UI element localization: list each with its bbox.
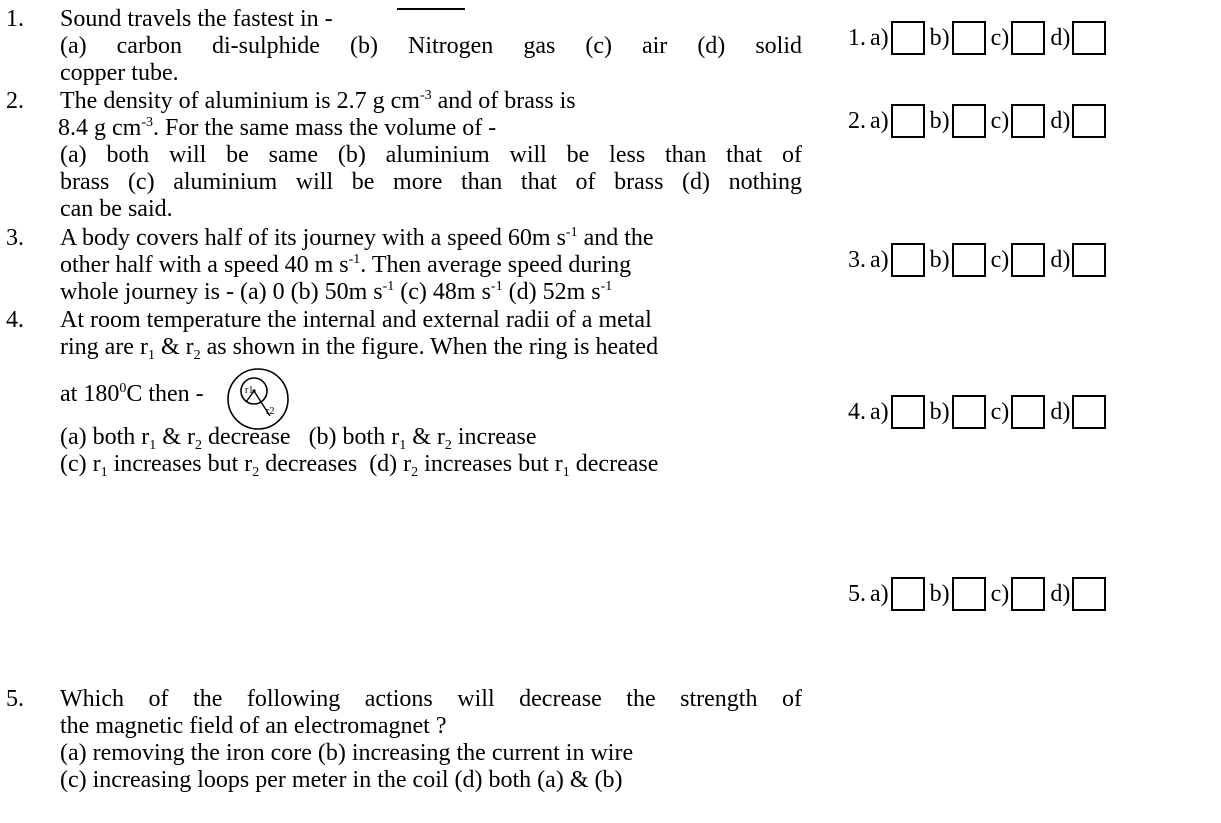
answer-box-b[interactable]: [951, 395, 986, 429]
option-label-a: a): [870, 246, 889, 273]
answer-box-b[interactable]: [951, 104, 986, 138]
answer-box-b[interactable]: [951, 577, 986, 611]
question-options: (a) both will be same (b) aluminium will…: [60, 142, 802, 168]
question-options: whole journey is - (a) 0 (b) 50m s-1 (c)…: [60, 279, 613, 305]
question-number: 5.: [6, 686, 24, 712]
option-label-a: a): [870, 580, 889, 607]
answer-box-c[interactable]: [1011, 243, 1046, 277]
option-label-a: a): [870, 107, 889, 134]
option-label-b: b): [929, 246, 950, 273]
answer-row-number: 5.: [848, 580, 866, 607]
question-options-cont: (c) r1 increases but r2 decreases (d) r2…: [60, 451, 659, 480]
answer-row-1: 1. a) b) c) d): [848, 20, 1208, 56]
answer-box-a[interactable]: [890, 104, 925, 138]
question-stem: At room temperature the internal and ext…: [60, 307, 652, 333]
question-options-cont: brass (c) aluminium will be more than th…: [60, 169, 802, 195]
option-label-c: c): [990, 398, 1010, 425]
option-label-b: b): [929, 24, 950, 51]
answer-row-3: 3. a) b) c) d): [848, 242, 1208, 278]
option-label-b: b): [929, 107, 950, 134]
answer-box-d[interactable]: [1072, 577, 1107, 611]
question-stem-cont: ring are r1 & r2 as shown in the figure.…: [60, 334, 659, 363]
question-stem: Which of the following actions will decr…: [60, 686, 802, 712]
metal-ring-figure: r1 r2: [226, 367, 289, 430]
header-underline: [397, 0, 465, 10]
figure-line: at 1800C then - r1 r2: [60, 367, 802, 430]
answer-box-d[interactable]: [1072, 395, 1107, 429]
question-number: 4.: [6, 307, 24, 333]
option-label-c: c): [990, 580, 1010, 607]
question-stem-cont: the magnetic field of an electromagnet ?: [60, 713, 447, 739]
answer-box-c[interactable]: [1011, 395, 1046, 429]
answer-box-d[interactable]: [1072, 104, 1107, 138]
answer-box-a[interactable]: [890, 21, 925, 55]
question-options: (a) carbon di-sulphide (b) Nitrogen gas …: [60, 33, 802, 59]
answer-box-c[interactable]: [1011, 21, 1046, 55]
answer-row-number: 3.: [848, 246, 866, 273]
question-options: (a) removing the iron core (b) increasin…: [60, 740, 634, 766]
answer-box-b[interactable]: [951, 243, 986, 277]
answer-box-c[interactable]: [1011, 577, 1046, 611]
question-options-cont: copper tube.: [60, 60, 179, 86]
question-number: 3.: [6, 225, 24, 251]
answer-box-a[interactable]: [890, 395, 925, 429]
answer-box-d[interactable]: [1072, 21, 1107, 55]
label-r1: r1: [245, 385, 253, 396]
answer-row-2: 2. a) b) c) d): [848, 103, 1208, 139]
question-stem: A body covers half of its journey with a…: [60, 225, 654, 251]
answer-row-number: 2.: [848, 107, 866, 134]
answer-box-d[interactable]: [1072, 243, 1107, 277]
answer-box-b[interactable]: [951, 21, 986, 55]
answer-row-number: 1.: [848, 24, 866, 51]
question-options: (a) both r1 & r2 decrease (b) both r1 & …: [60, 424, 537, 453]
option-label-c: c): [990, 107, 1010, 134]
question-stem-end: at 1800C then -: [60, 381, 204, 407]
option-label-d: d): [1050, 107, 1071, 134]
question-options-cont: (c) increasing loops per meter in the co…: [60, 767, 623, 793]
question-number: 1.: [6, 6, 24, 32]
option-label-b: b): [929, 398, 950, 425]
answer-box-a[interactable]: [890, 243, 925, 277]
option-label-d: d): [1050, 246, 1071, 273]
answer-box-c[interactable]: [1011, 104, 1046, 138]
option-label-d: d): [1050, 398, 1071, 425]
question-stem-cont: other half with a speed 40 m s-1. Then a…: [60, 252, 632, 278]
question-stem: Sound travels the fastest in -: [60, 6, 333, 32]
answer-row-5: 5. a) b) c) d): [848, 576, 1208, 612]
question-number: 2.: [6, 88, 24, 114]
question-stem-cont: 8.4 g cm-3. For the same mass the volume…: [58, 115, 497, 141]
answer-row-number: 4.: [848, 398, 866, 425]
question-stem: The density of aluminium is 2.7 g cm-3 a…: [60, 88, 576, 114]
option-label-a: a): [870, 398, 889, 425]
option-label-c: c): [990, 246, 1010, 273]
option-label-c: c): [990, 24, 1010, 51]
answer-box-a[interactable]: [890, 577, 925, 611]
option-label-d: d): [1050, 24, 1071, 51]
option-label-a: a): [870, 24, 889, 51]
question-options-end: can be said.: [60, 196, 173, 222]
option-label-d: d): [1050, 580, 1071, 607]
answer-row-4: 4. a) b) c) d): [848, 394, 1208, 430]
option-label-b: b): [929, 580, 950, 607]
label-r2: r2: [266, 406, 274, 417]
